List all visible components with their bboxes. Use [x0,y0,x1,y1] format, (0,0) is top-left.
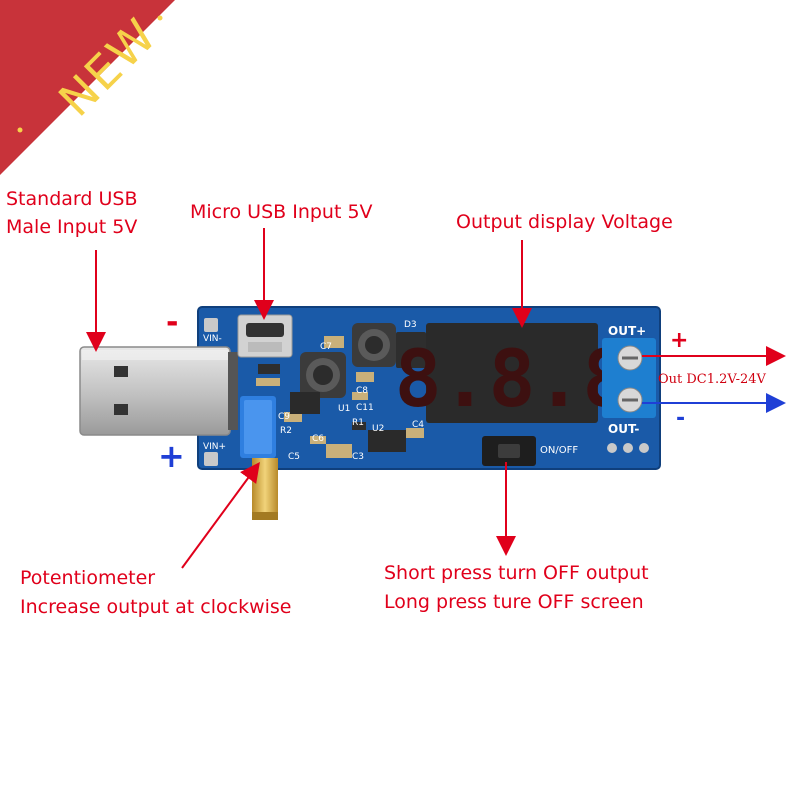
output-minus-sign: - [676,406,686,431]
input-minus-sign: - [166,305,179,340]
silk-vin-plus: VIN+ [203,442,227,452]
silk-out-plus: OUT+ [608,324,647,338]
potentiometer-label-line1: Potentiometer [20,567,156,589]
button-label-line2: Long press ture OFF screen [384,591,644,613]
silk-u1: U1 [338,404,351,414]
on-off-button [482,436,536,466]
display-label: Output display Voltage [456,211,673,233]
micro-usb-label: Micro USB Input 5V [190,201,373,223]
silk-c4: C4 [412,420,425,430]
arrow-potentiometer [181,461,260,569]
silk-d3: D3 [404,320,417,330]
usb-male-connector [79,346,238,436]
output-terminal-block [602,338,656,418]
silk-vin-minus: VIN- [203,334,222,344]
potentiometer-label-line2: Increase output at clockwise [20,596,292,618]
silk-c3: C3 [352,452,365,462]
silk-r1: R1 [352,418,364,428]
usb-male-label-line1: Standard USB [6,188,138,210]
inductor-d3 [352,323,396,367]
voltage-display: 8.8.8 [395,323,630,425]
potentiometer [240,396,278,520]
silk-c9: C9 [278,412,291,422]
usb-male-label-line2: Male Input 5V [6,216,138,238]
silk-u2: U2 [372,424,385,434]
output-range-label: Out DC1.2V-24V [658,372,766,387]
display-digits: 8.8.8 [395,335,630,425]
silk-c11: C11 [356,403,374,413]
silk-c8: C8 [356,386,369,396]
micro-usb-port [237,314,293,358]
silk-c5: C5 [288,452,301,462]
input-plus-sign: + [158,437,185,475]
silk-c6: C6 [312,434,325,444]
silk-on-off: ON/OFF [540,445,579,456]
inductor-c7 [300,352,346,398]
silk-out-minus: OUT- [608,422,640,436]
silk-r2: R2 [280,426,292,436]
output-plus-sign: + [670,328,689,353]
silk-c7: C7 [320,342,333,352]
button-label-line1: Short press turn OFF output [384,562,649,584]
